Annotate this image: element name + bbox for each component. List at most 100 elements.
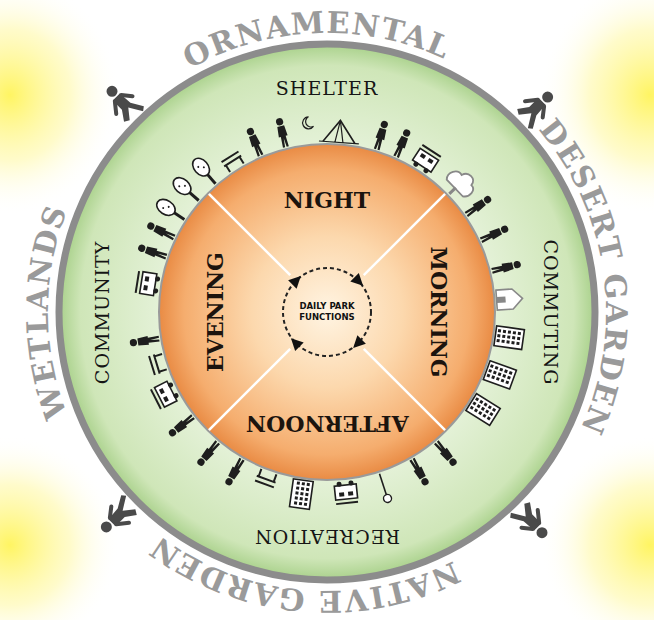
park-illustration [300, 497, 303, 500]
park-illustration [507, 376, 511, 380]
park-illustration [276, 125, 290, 148]
park-illustration [163, 396, 169, 402]
park-illustration [478, 411, 482, 415]
park-illustration [290, 479, 314, 510]
park-illustration [508, 498, 546, 536]
park-illustration [304, 503, 307, 506]
park-illustration [509, 371, 513, 375]
park-illustration [255, 468, 278, 487]
time-quadrant: AFTERNOON [243, 410, 412, 438]
park-illustration [433, 439, 459, 467]
park-illustration [372, 128, 387, 151]
park-illustration [336, 502, 358, 504]
park-illustration [364, 349, 445, 430]
park-illustration [159, 144, 495, 480]
park-illustration [155, 276, 161, 282]
park-illustration [410, 145, 440, 175]
park-illustration [302, 482, 305, 485]
park-illustration [255, 468, 278, 487]
park-illustration [151, 379, 181, 409]
park-illustration [513, 260, 522, 269]
park-illustration [167, 413, 196, 438]
park-illustration [296, 486, 299, 489]
park-illustration [508, 498, 555, 545]
park-illustration [488, 405, 492, 409]
park-illustration [376, 472, 393, 503]
park-illustration [491, 261, 514, 275]
park-illustration [105, 506, 129, 530]
park-illustration [307, 483, 310, 486]
park-illustration [189, 155, 221, 188]
center-circle: DAILY PARK FUNCTIONS [277, 262, 377, 362]
park-illustration [382, 493, 392, 503]
park-illustration [300, 492, 303, 495]
garden-label: ORNAMENTAL [177, 5, 456, 75]
park-illustration [466, 394, 500, 426]
park-illustration [223, 457, 246, 487]
park-illustration [502, 335, 505, 338]
park-illustration [420, 153, 426, 159]
park-illustration [145, 276, 150, 282]
park-illustration [149, 352, 167, 375]
park-illustration [474, 408, 478, 412]
park-illustration [295, 496, 298, 499]
park-illustration [508, 330, 511, 333]
park-illustration [477, 404, 481, 408]
park-illustration [433, 439, 454, 461]
park-illustration [505, 380, 509, 384]
time-quadrant: NIGHT [281, 186, 373, 214]
park-illustration [511, 341, 514, 344]
park-illustration [159, 388, 165, 394]
park-illustration [501, 340, 504, 343]
function-label: COMMUTING [540, 236, 563, 388]
park-illustration [319, 119, 360, 144]
park-illustration [483, 361, 516, 389]
park-illustration [154, 196, 178, 219]
time-quadrant: EVENING [201, 249, 229, 375]
garden-ring: NIGHTMORNINGAFTERNOONEVENINGDAILY PARK F… [27, 12, 627, 612]
park-illustration [94, 493, 141, 540]
park-illustration [483, 403, 487, 407]
park-illustration [412, 161, 419, 168]
park-illustration [504, 369, 508, 373]
park-illustration [109, 90, 133, 114]
park-illustration [498, 329, 501, 332]
park-illustration [475, 397, 479, 401]
time-label: AFTERNOON [246, 412, 409, 436]
park-illustration [151, 389, 161, 409]
park-illustration [137, 334, 160, 346]
garden-label: WETLANDS [20, 200, 74, 425]
function-label: COMMUNITY [92, 237, 115, 386]
park-illustration [334, 480, 358, 504]
park-illustration [488, 369, 492, 373]
park-illustration [500, 224, 510, 234]
park-illustration [423, 167, 430, 174]
park-illustration [494, 326, 525, 350]
park-illustration [295, 491, 298, 494]
park-illustration [334, 484, 357, 500]
park-illustration [497, 334, 500, 337]
park-illustration [481, 407, 485, 411]
park-illustration [184, 184, 187, 187]
park-illustration [245, 126, 265, 157]
park-illustration [496, 339, 499, 342]
garden-label: DESERT GARDEN [533, 112, 634, 440]
park-illustration [517, 337, 520, 340]
park-illustration [197, 165, 200, 168]
park-illustration [513, 331, 516, 334]
park-illustration [222, 151, 246, 173]
park-illustration [521, 510, 545, 534]
function-ring: NIGHTMORNINGAFTERNOONEVENINGDAILY PARK F… [55, 40, 599, 584]
park-illustration [392, 135, 409, 158]
park-illustration [290, 479, 314, 510]
park-illustration [339, 492, 344, 497]
park-illustration [445, 164, 480, 199]
park-illustration [470, 406, 474, 410]
park-illustration [479, 224, 510, 245]
time-label: EVENING [203, 252, 227, 372]
park-illustration [202, 166, 205, 169]
park-illustration [173, 392, 180, 399]
park-illustration [275, 117, 284, 126]
park-illustration [506, 340, 509, 343]
